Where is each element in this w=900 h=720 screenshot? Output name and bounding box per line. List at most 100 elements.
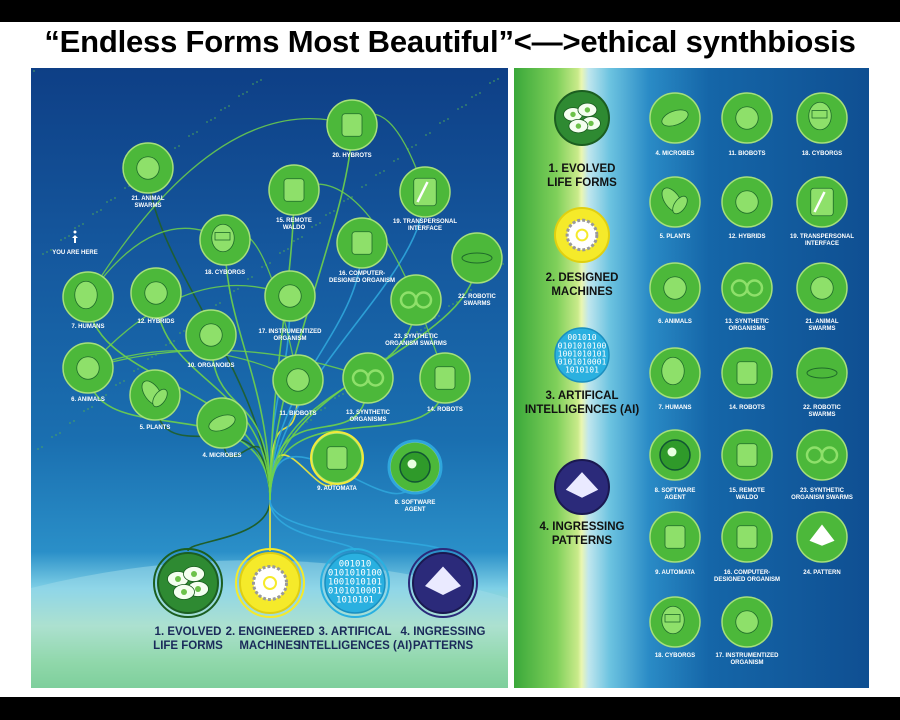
connection-line [269,191,426,501]
node-14[interactable] [419,352,471,404]
background-dot [110,199,112,201]
background-dot [347,198,349,200]
label-line: 14. ROBOTS [427,407,463,413]
grid-item-label: 5. PLANTS [660,234,691,240]
grid-item[interactable]: 9. AUTOMATA [649,511,701,576]
background-dot [106,201,108,203]
ring-shape [745,279,764,297]
node-16[interactable] [336,217,388,269]
grid-item-label: 11. BIOBOTS [728,151,765,157]
node-15[interactable] [268,164,320,216]
node-20[interactable] [326,99,378,151]
node-8[interactable] [387,439,443,495]
grid-item-label: 4. MICROBES [655,151,694,157]
binary-text: 0101010001 [558,356,607,366]
cells-icon [157,552,219,614]
label-line: 12. HYBRIDS [137,319,174,325]
label-line: 3. ARTIFICAL [545,390,618,402]
grid-item[interactable]: 6. ANIMALS [649,262,701,325]
node-19[interactable] [399,166,451,218]
background-dot [287,248,289,250]
background-dot [59,432,61,434]
label-line: 19. TRANSPERSONAL [790,234,854,240]
label-line: 3. ARTIFICAL [318,626,391,638]
implant-shape [214,232,231,241]
background-dot [179,332,181,334]
node-12[interactable] [130,267,182,319]
node-9[interactable] [310,431,364,485]
background-dot [342,393,344,395]
background-dot [319,222,321,224]
label-line: DESIGNED ORGANISM [329,278,395,284]
background-dot [329,212,331,214]
grid-item[interactable]: 11. BIOBOTS [721,92,773,157]
grid-item-label: 12. HYBRIDS [728,234,765,240]
grid-item[interactable]: 5. PLANTS [649,176,701,240]
background-dot [311,226,313,228]
node-4[interactable] [196,397,248,449]
background-dot [497,78,499,80]
background-dot [448,305,450,307]
node-18[interactable] [199,214,251,266]
node-17[interactable] [264,270,316,322]
cell-nucleus [175,576,181,582]
background-dot [365,184,367,186]
background-dot [69,422,71,424]
label-line: 23. SYNTHETIC [800,488,845,494]
background-dot [237,288,239,290]
background-dot [42,253,44,255]
background-dot [471,96,473,98]
node-13[interactable] [342,352,394,404]
background-dot [420,329,422,331]
label-line: AGENT [665,495,686,501]
cell-nucleus [195,586,201,592]
robot-body-shape [736,361,758,385]
label-line: 9. AUTOMATA [317,486,357,492]
grid-item[interactable]: 4. MICROBES [649,92,701,157]
background-dot [465,104,467,106]
node-10[interactable] [185,309,237,361]
grid-item[interactable]: 12. HYBRIDS [721,176,773,240]
grid-item[interactable]: 18. CYBORGS [649,596,701,659]
label-line: DESIGNED ORGANISM [714,577,780,583]
category-3: 0010100101010100100101010101010100011010… [298,548,412,652]
label-line: 19. TRANSPERSONAL [393,219,457,225]
node-21[interactable] [122,142,174,194]
node-23[interactable] [390,274,442,326]
node-5[interactable] [129,369,181,421]
node-22[interactable] [451,232,503,284]
background-dot [33,70,35,72]
grid-item[interactable]: 18. CYBORGS [796,92,848,157]
grid-item[interactable]: 16. COMPUTER-DESIGNED ORGANISM [714,511,780,583]
node-label: 12. HYBRIDS [137,319,174,325]
background-dot [293,240,295,242]
you-are-here-label: YOU ARE HERE [52,250,97,256]
grid-item[interactable]: 24. PATTERN [796,511,848,576]
label-line: INTERFACE [805,241,839,247]
node-6[interactable] [62,342,114,394]
grid-item[interactable]: 7. HUMANS [649,347,701,411]
node-7[interactable] [62,271,114,323]
background-dot [338,395,340,397]
background-dot [238,95,240,97]
background-dot [192,133,194,135]
background-dot [215,304,217,306]
node-11[interactable] [272,354,324,406]
background-dot [306,421,308,423]
grid-item[interactable]: 14. ROBOTS [721,347,773,411]
